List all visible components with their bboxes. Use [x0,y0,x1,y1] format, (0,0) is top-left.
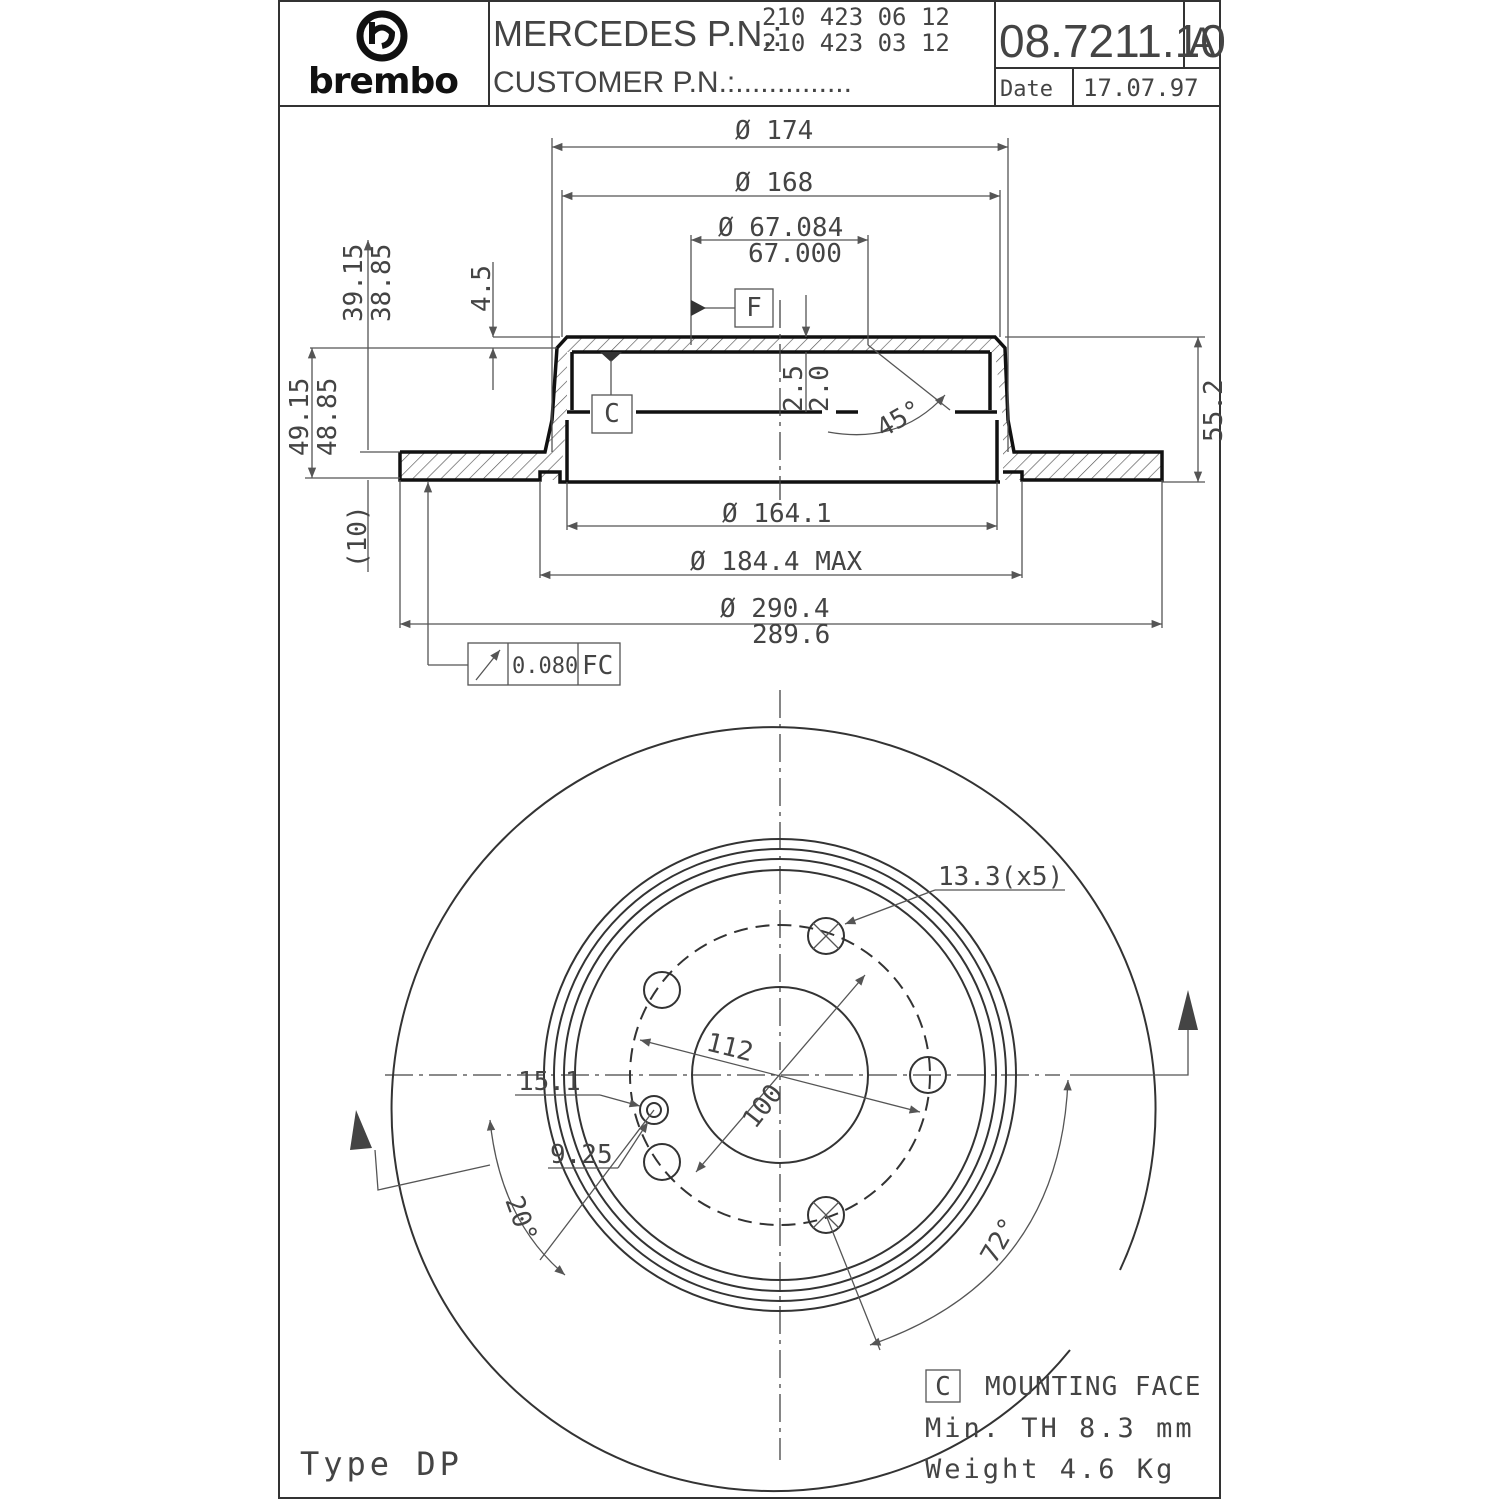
dim-10-label: (10) [343,505,373,568]
dim-290-min-label: 289.6 [752,620,830,650]
dim-45-deg: 45° [827,344,951,444]
dim-15-1: 15.1 [515,1067,641,1108]
dim-2-5-label: 2.5 [779,365,809,412]
hat-ring [563,858,997,1292]
brand-wordmark: brembo [308,61,458,102]
dim-49: 49.15 48.85 [285,348,400,479]
bolt-hole [643,1143,681,1181]
mounting-datum-c: C [935,1372,951,1402]
oem-number-2: 210 423 03 12 [762,29,950,57]
datum-f-label: F [746,293,762,323]
dim-13-3: 13.3(x5) [844,862,1065,925]
dim-168-label: Ø 168 [735,168,813,198]
dim-2-0-label: 2.0 [805,365,835,412]
datum-c: C [591,352,633,434]
dim-39-min-label: 38.85 [367,244,397,322]
runout-tolerance-frame: 0.080 FC [423,482,621,686]
part-number: 08.7211.10 [999,15,1226,67]
sheet-border [278,0,1221,1499]
bolt-hole [643,971,681,1009]
pcd-label: 112 [703,1028,756,1068]
dim-290: Ø 290.4 289.6 [399,480,1163,650]
angle-72-label: 72° [975,1213,1024,1269]
dim-10: (10) [343,480,373,572]
dim-49-max-label: 49.15 [285,378,315,456]
dim-55-2: 55.2 [1005,336,1229,483]
dim-184-4: Ø 184.4 MAX [539,482,1023,580]
disc-section-outline [565,420,999,482]
disc-section-outline [400,335,1164,482]
dim-55-2-label: 55.2 [1199,379,1229,442]
dim-9-25: 9.25 [548,1121,649,1170]
dim-72-deg: 72° [825,1079,1072,1351]
dim-45-deg-label: 45° [872,395,928,444]
dim-168: Ø 168 [561,168,1001,337]
bolt-hole [807,917,845,955]
dim-164-1-label: Ø 164.1 [722,499,832,529]
dim-49-min-label: 48.85 [313,378,343,456]
disc-outer-edge [390,726,1157,1493]
brembo-logo: brembo [308,10,459,102]
dim-174: Ø 174 [551,116,1009,452]
notes: C MOUNTING FACE Min. TH 8.3 mm Weight 4.… [300,1369,1202,1485]
mounting-face-note: MOUNTING FACE [985,1372,1202,1402]
date-value: 17.07.97 [1083,74,1199,102]
weight-note: Weight 4.6 Kg [925,1454,1175,1485]
section-view: Ø 174 Ø 168 Ø 67.084 67.000 F 2.5 2.0 [285,116,1229,686]
customer-label: CUSTOMER P.N.:.............. [493,66,852,99]
disc-section-outline [570,350,992,410]
min-thickness-note: Min. TH 8.3 mm [925,1413,1195,1444]
dim-39-max-label: 39.15 [339,244,369,322]
dim-4-5-label: 4.5 [467,265,497,312]
date-label: Date [1000,77,1053,102]
section-arrow-right-icon [1070,990,1198,1076]
dim-4-5: 4.5 [467,262,560,390]
datum-box [925,1369,961,1403]
bolt-hole [807,1196,845,1234]
dim-290-max-label: Ø 290.4 [720,594,830,624]
title-block: brembo MERCEDES P.N.: 210 423 06 12 210 … [279,1,1226,107]
datum-f: F [691,288,774,328]
dim-67-max-label: Ø 67.084 [718,213,843,243]
dim-164-1: Ø 164.1 [566,482,998,531]
runout-icon [475,649,501,681]
dim-39: 39.15 38.85 [339,240,400,453]
hat-ring [553,848,1007,1302]
type-note: Type DP [300,1445,463,1483]
runout-value: 0.080 [512,654,578,679]
dim-174-label: Ø 174 [735,116,813,146]
dim-2-5: 2.5 2.0 [779,295,835,412]
angle-20-label: 20° [498,1192,542,1246]
runout-datum: FC [582,651,613,681]
dim-9-25-label: 9.25 [550,1140,613,1170]
oem-number-1: 210 423 06 12 [762,3,950,31]
dim-67: Ø 67.084 67.000 [690,213,869,345]
dim-15-1-label: 15.1 [518,1067,581,1097]
dim-184-4-label: Ø 184.4 MAX [690,547,863,577]
section-arrow-left-icon [350,1110,491,1191]
disc-section-hatch [400,337,1162,480]
revision: A [1189,20,1216,64]
hat-ring [574,869,986,1281]
oem-label: MERCEDES P.N.: [493,13,782,54]
front-view: 13.3(x5) 112 100 15.1 9.25 20° 72° [350,690,1198,1493]
hat-ring [543,838,1017,1312]
datum-c-label: C [604,399,620,429]
bolt-circle [629,924,931,1226]
dim-67-min-label: 67.000 [748,239,842,269]
dim-100-label: 100 [737,1079,790,1134]
hole-diameter-label: 13.3(x5) [938,862,1063,892]
